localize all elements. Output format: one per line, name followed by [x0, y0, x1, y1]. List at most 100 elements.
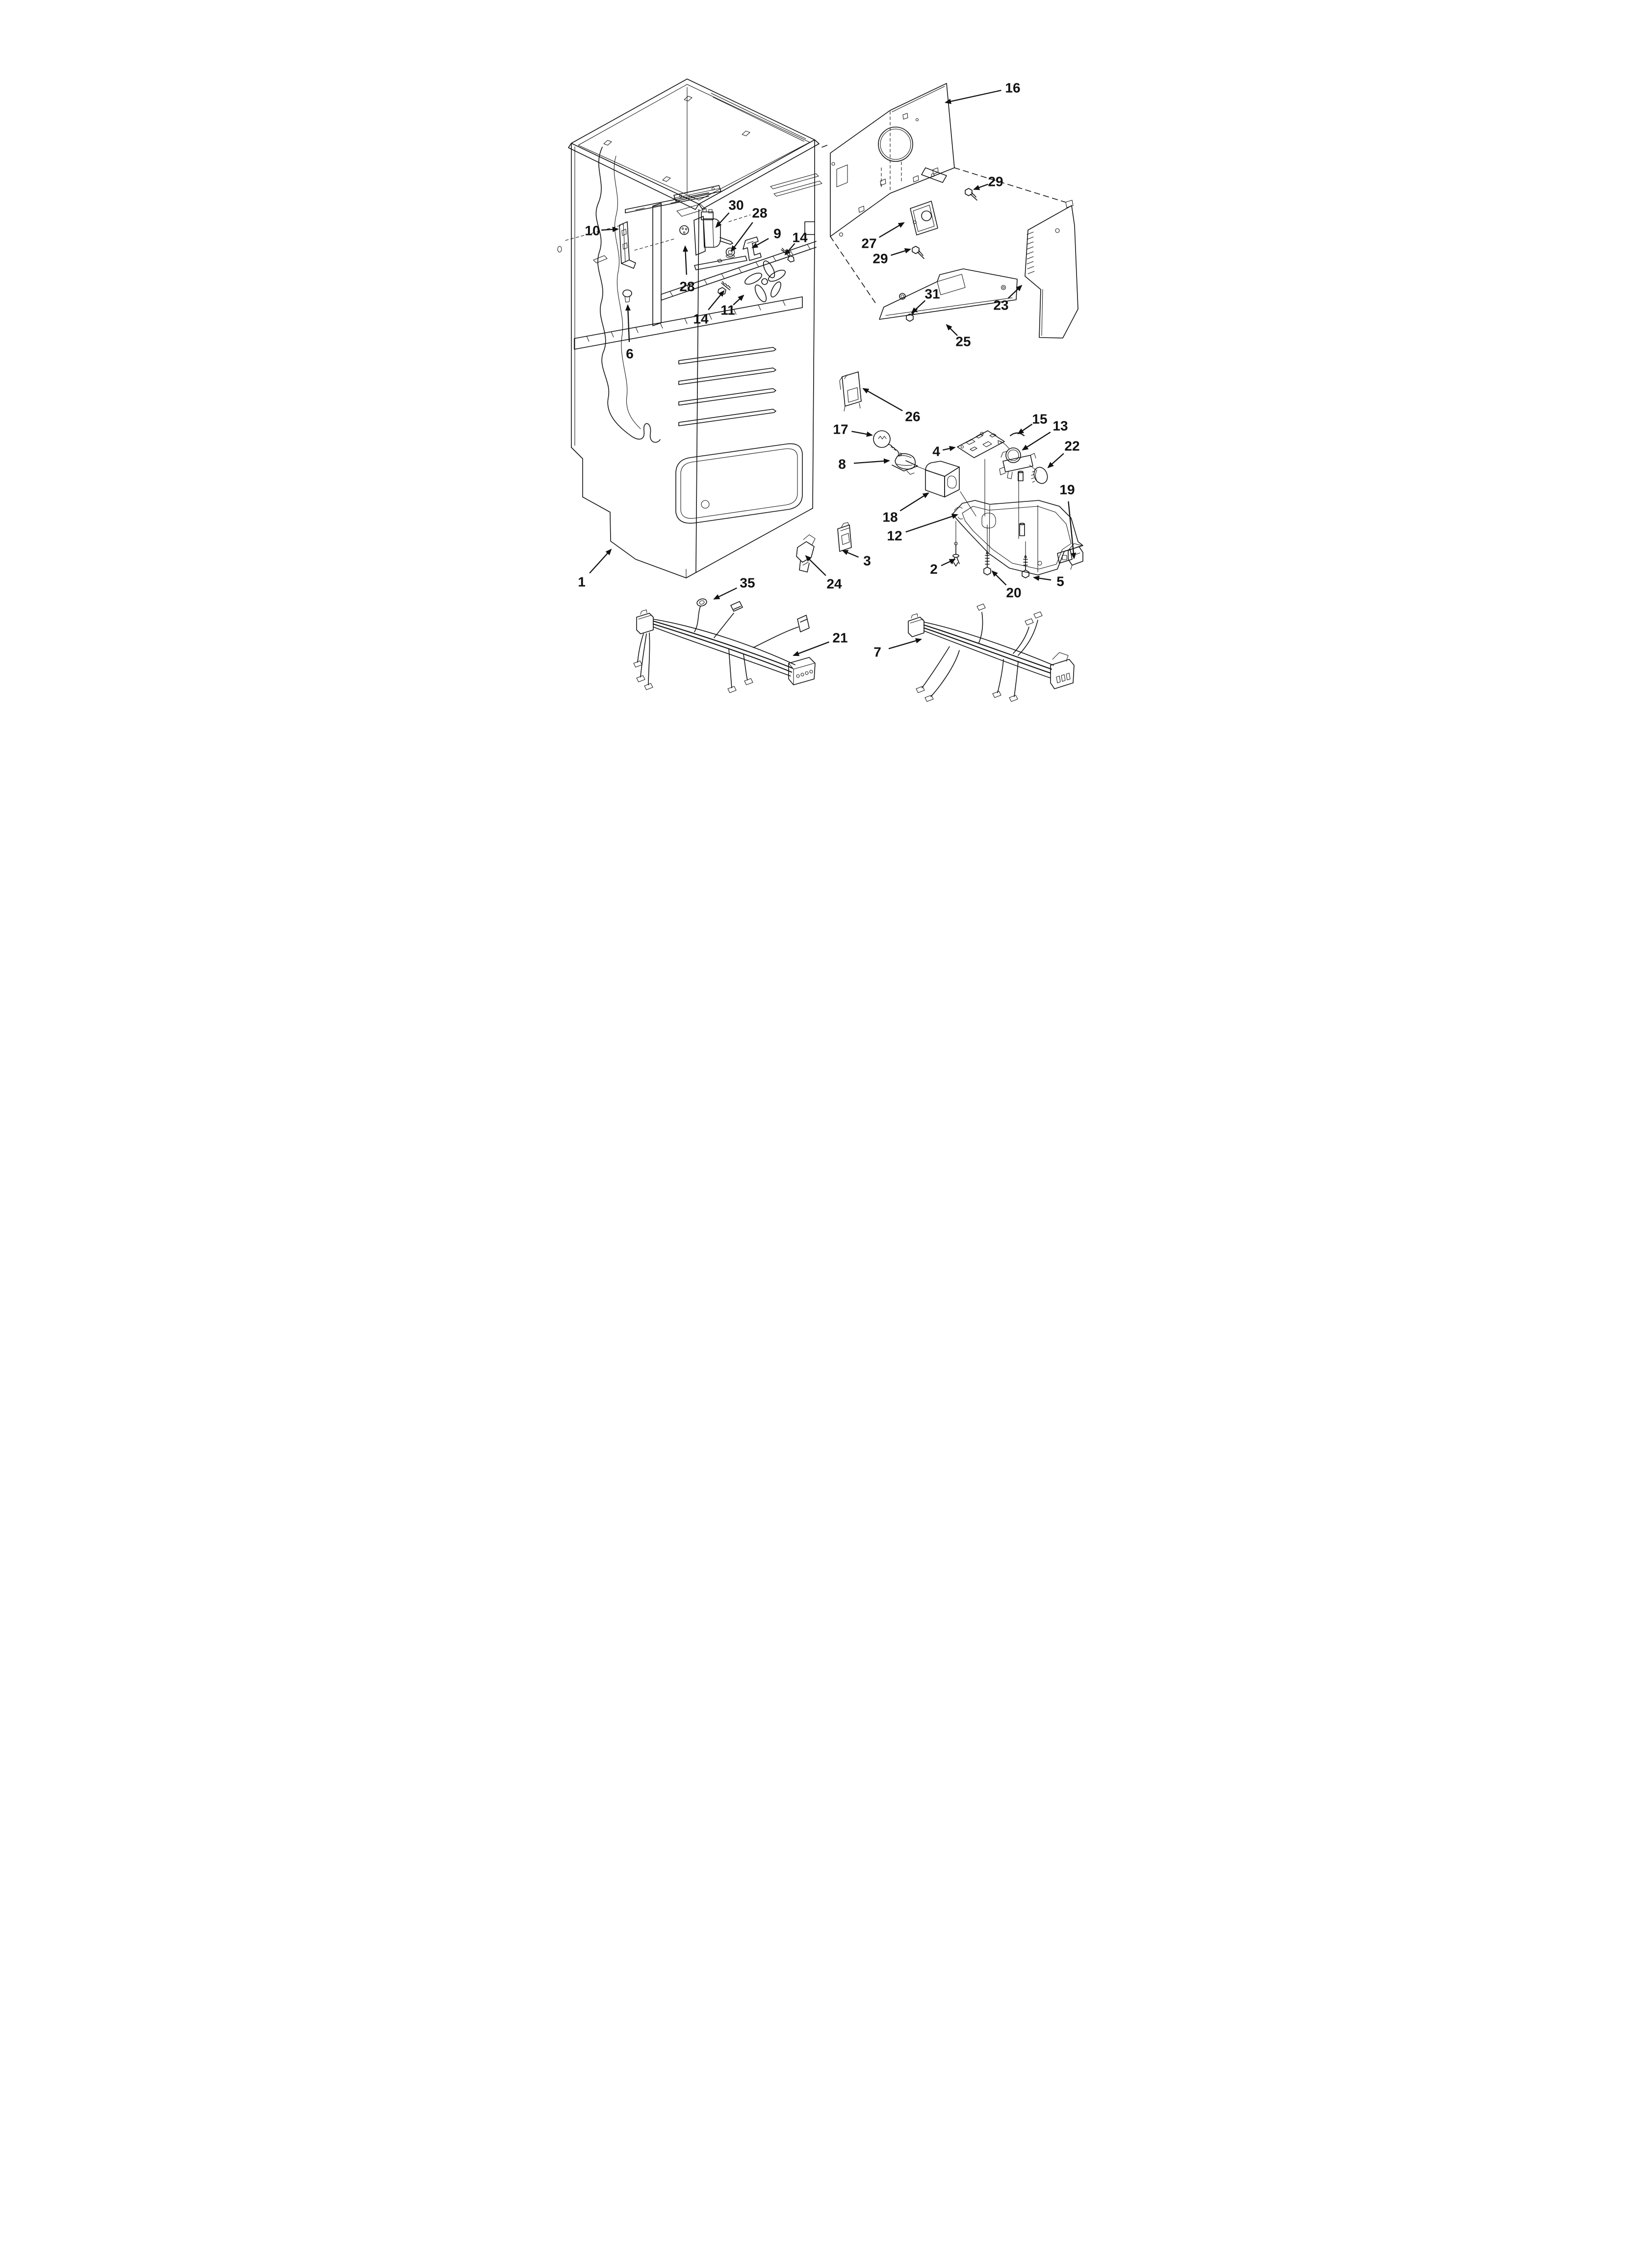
mullion — [652, 203, 662, 326]
callout-arrow-14 — [784, 243, 795, 256]
freezer-wall-slot — [770, 173, 819, 189]
callout-arrow-14 — [708, 290, 725, 311]
light-bulb-17 — [873, 430, 902, 456]
screw-14-lower — [718, 281, 731, 295]
top-slot — [742, 130, 750, 136]
shaft-grommet-28 — [725, 247, 735, 259]
callout-label-23: 23 — [993, 298, 1008, 313]
callout-label-29: 29 — [988, 174, 1003, 189]
callout-arrow-19 — [1068, 501, 1077, 559]
screw-5 — [1022, 555, 1029, 578]
motor-mount-strip — [694, 256, 747, 270]
callout-label-24: 24 — [826, 576, 842, 592]
callout-layer: 1234567891011121314141516171819202122232… — [578, 80, 1079, 660]
evaporator-fan-motor-30 — [693, 208, 733, 256]
back-wall-opening — [676, 204, 706, 217]
callout-arrow-16 — [945, 90, 1001, 104]
callout-label-35: 35 — [740, 575, 755, 591]
panel-opening — [836, 164, 848, 187]
callout-label-28: 28 — [752, 206, 767, 221]
freezer-wall-slot — [773, 181, 822, 197]
screw-29-lower — [912, 246, 924, 259]
projection-dashes — [821, 144, 1066, 306]
callout-arrow-30 — [715, 212, 730, 228]
top-slot — [684, 96, 693, 102]
callout-label-28: 28 — [679, 279, 694, 294]
panel-slot — [902, 113, 908, 120]
callout-arrow-2 — [941, 558, 956, 567]
screw-20 — [983, 551, 991, 575]
fan-bracket-9 — [743, 236, 762, 261]
callout-label-22: 22 — [1064, 439, 1079, 454]
front-band-slot — [662, 176, 671, 182]
callout-arrow-21 — [793, 641, 829, 656]
panel-tab — [921, 167, 947, 183]
callout-label-29: 29 — [872, 251, 888, 266]
callout-arrow-22 — [1047, 453, 1064, 469]
callout-label-20: 20 — [1006, 585, 1021, 600]
callout-arrow-18 — [899, 492, 929, 512]
callout-label-13: 13 — [1052, 418, 1068, 434]
harness-7-connector — [1050, 652, 1075, 689]
callout-label-17: 17 — [833, 422, 848, 437]
callout-arrow-35 — [713, 587, 737, 600]
callout-label-7: 7 — [873, 645, 881, 660]
wall-hole — [557, 246, 562, 253]
callout-arrow-26 — [862, 388, 903, 412]
control-knob-22 — [1029, 465, 1048, 484]
callout-label-2: 2 — [930, 562, 938, 577]
callout-label-11: 11 — [720, 303, 735, 318]
control-board-4 — [957, 430, 1005, 458]
assembly-leader-lines — [955, 459, 1026, 556]
shelf-rails — [678, 347, 776, 426]
connector-24 — [796, 534, 816, 573]
callout-arrow-15 — [1017, 423, 1033, 435]
callout-label-31: 31 — [924, 287, 940, 302]
callout-arrow-7 — [888, 638, 922, 650]
callout-arrow-20 — [991, 570, 1007, 586]
callout-label-8: 8 — [838, 457, 846, 472]
callout-arrow-10 — [601, 227, 619, 233]
callout-arrow-11 — [733, 294, 744, 306]
callout-label-16: 16 — [1005, 80, 1020, 96]
callout-arrow-5 — [1033, 575, 1052, 581]
callout-arrow-17 — [851, 431, 873, 437]
mounting-rail-assembly — [619, 185, 721, 269]
defrost-timer-connector-26 — [839, 371, 862, 412]
callout-label-26: 26 — [905, 409, 920, 424]
callout-arrow-29 — [973, 183, 988, 190]
evaporator-fan-assembly — [622, 208, 795, 303]
wiring-harness-7 — [908, 603, 1075, 702]
callout-arrow-28 — [730, 222, 753, 252]
callout-arrow-24 — [805, 555, 826, 576]
thermostat-cover-plate-27 — [910, 201, 938, 235]
callout-arrow-23 — [1007, 285, 1023, 299]
callout-label-1: 1 — [578, 574, 586, 590]
callout-arrow-1 — [589, 548, 612, 574]
callout-label-18: 18 — [882, 510, 898, 525]
spade-terminals — [633, 660, 653, 690]
callout-label-14: 14 — [792, 230, 808, 245]
callout-label-5: 5 — [1056, 574, 1064, 589]
cold-control-thermostat-13 — [997, 440, 1036, 481]
callout-label-14: 14 — [693, 312, 709, 327]
support-bracket-10 — [619, 221, 636, 269]
foam-blanket-outline — [595, 147, 661, 443]
callout-label-30: 30 — [728, 198, 744, 213]
panel-screws-29 — [912, 188, 977, 259]
wall-slot — [593, 255, 608, 263]
capillary-clip-15 — [1009, 432, 1025, 437]
control-housing-12 — [952, 500, 1083, 575]
connector-3 — [837, 522, 852, 552]
harness-21-connector — [788, 657, 816, 685]
defrost-thermostat-switch-19 — [1068, 543, 1083, 570]
callout-arrow-25 — [946, 324, 958, 336]
callout-arrow-8 — [853, 458, 890, 464]
spade-terminal — [976, 603, 986, 611]
callout-arrow-28 — [683, 245, 689, 275]
callout-label-15: 15 — [1032, 412, 1047, 427]
fan-blade-11 — [744, 261, 786, 302]
callout-label-3: 3 — [863, 553, 871, 569]
liner-cabinet — [557, 78, 822, 578]
